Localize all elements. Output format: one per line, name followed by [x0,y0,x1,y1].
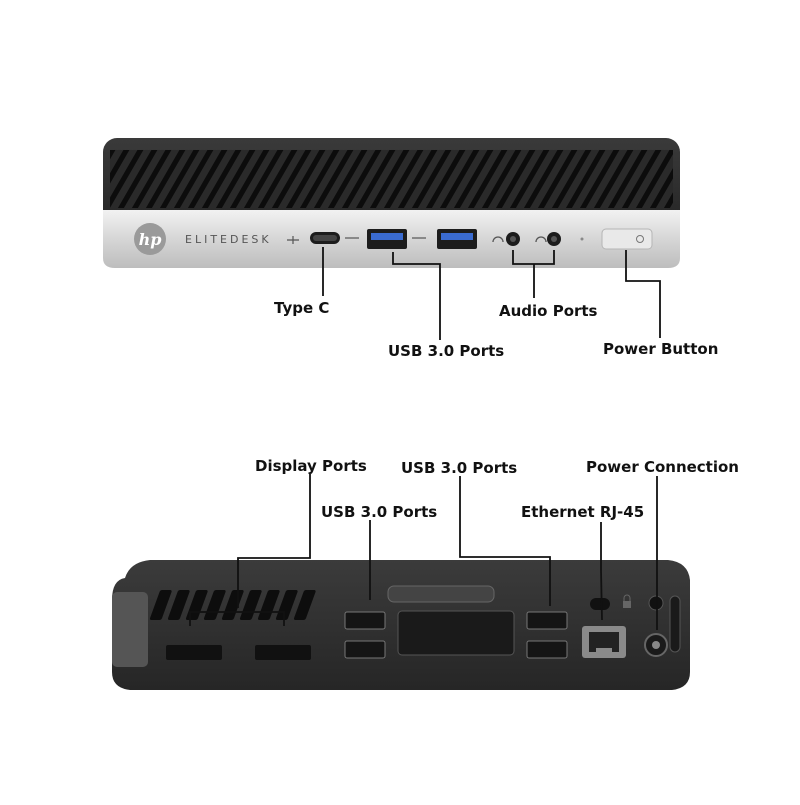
front-leader-lines [322,247,661,340]
padlock-loop-icon [648,595,664,611]
rear-usb-port-icon-3 [526,611,568,630]
usb-symbol-icon [287,236,299,244]
ethernet-label: Ethernet RJ-45 [521,503,645,521]
hp-logo-icon: hp [134,223,166,255]
rear-side-slot [669,595,681,653]
rear-handle [112,592,148,667]
usb-rear-right-leader-line [459,476,551,606]
front-vent-grille [110,150,673,208]
usb-front-leader-line [392,252,441,340]
rear-pc-unit [112,560,690,690]
power-button-label: Power Button [603,340,719,358]
usb-rear-left-label: USB 3.0 Ports [321,503,438,521]
power-button-leader-line [625,250,661,338]
front-pc-unit: hp ELITEDESK [103,138,680,268]
svg-text:hp: hp [139,230,162,249]
display-ports-label: Display Ports [255,457,367,475]
display-port-icon-1 [166,645,222,660]
rear-usb-port-icon-2 [344,640,386,659]
type-c-label: Type C [274,299,330,317]
expansion-cover [397,610,515,656]
power-connection-label: Power Connection [586,458,739,476]
ethernet-leader-line [600,522,603,621]
display-bracket-line [189,611,285,626]
rear-usb-port-icon-4 [526,640,568,659]
audio-ports-label: Audio Ports [499,302,598,320]
rear-leader-lines [189,474,658,630]
security-slot-icon [590,598,610,610]
power-button-icon [601,228,653,250]
model-text: ELITEDESK [185,233,272,246]
display-port-icon-2 [255,645,311,660]
audio-leader-line [512,250,555,298]
lock-icon [623,594,631,608]
headphone-symbol-icon [492,236,504,243]
usb-front-label: USB 3.0 Ports [388,342,505,360]
usb-rear-right-label: USB 3.0 Ports [401,459,518,477]
activity-led-icon [580,237,584,241]
rear-latch [387,585,495,603]
display-leader-line [237,474,311,608]
headset-symbol-icon [535,236,547,243]
rear-usb-port-icon-1 [344,611,386,630]
